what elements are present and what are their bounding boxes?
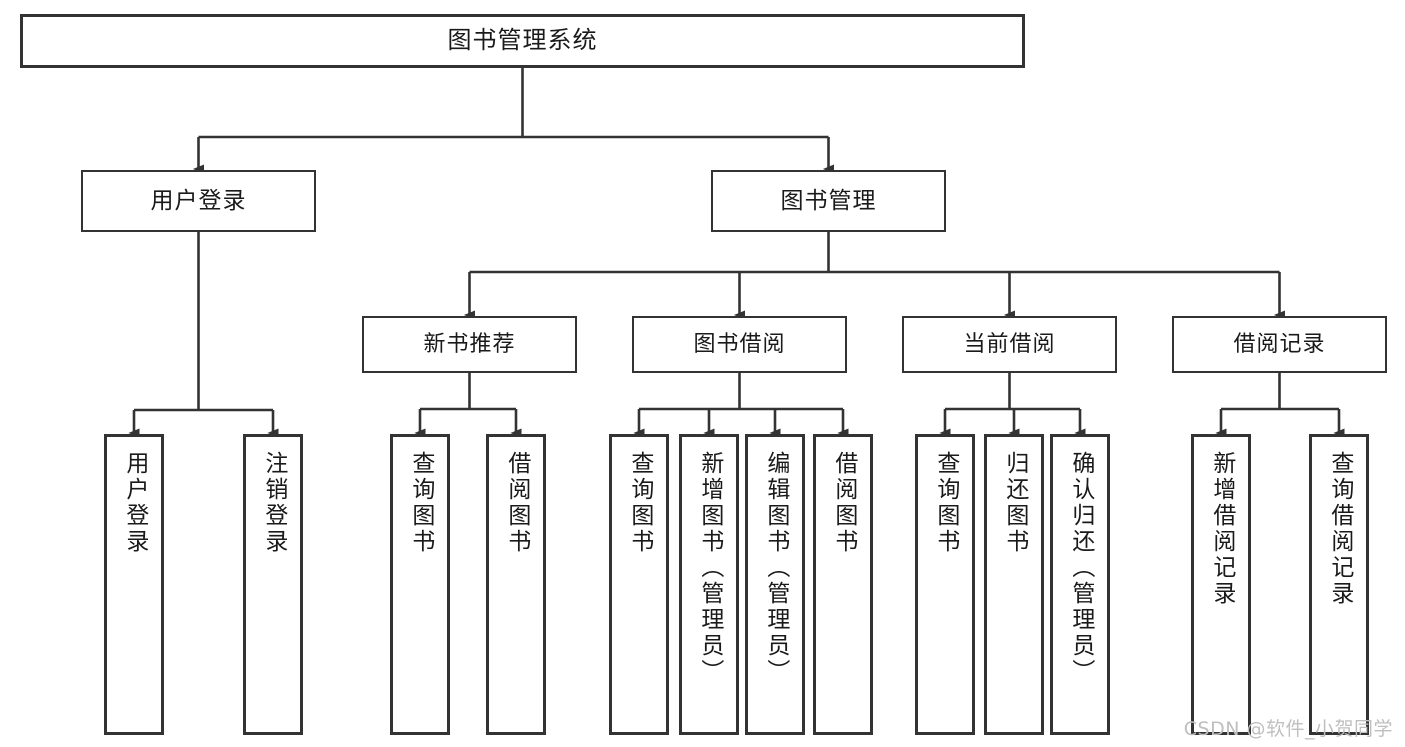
node-label: 用户登录: [150, 187, 247, 214]
node-label: 查询图书: [407, 451, 434, 555]
node-label: 新增借阅记录: [1208, 451, 1235, 607]
node-label: 新增图书（管理员）: [696, 451, 723, 685]
node-leaf-add-borrow-record[interactable]: 新增借阅记录: [1191, 434, 1251, 735]
node-book-borrow[interactable]: 图书借阅: [632, 316, 847, 373]
node-leaf-confirm-return-admin[interactable]: 确认归还（管理员）: [1050, 434, 1110, 735]
node-book-manage[interactable]: 图书管理: [711, 170, 946, 232]
node-leaf-user-login[interactable]: 用户登录: [104, 434, 164, 735]
csdn-watermark: CSDN @软件_小贺同学: [1183, 718, 1393, 740]
node-leaf-return-book[interactable]: 归还图书: [984, 434, 1044, 735]
node-label: 借阅图书: [830, 451, 857, 555]
node-label: 归还图书: [1001, 451, 1028, 555]
node-label: 用户登录: [121, 451, 148, 555]
node-label: 借阅图书: [503, 451, 530, 555]
node-leaf-borrow-book-1[interactable]: 借阅图书: [486, 434, 546, 735]
node-leaf-query-book-1[interactable]: 查询图书: [390, 434, 450, 735]
node-label: 查询图书: [626, 451, 653, 555]
node-leaf-query-book-2[interactable]: 查询图书: [609, 434, 669, 735]
node-leaf-add-book-admin[interactable]: 新增图书（管理员）: [679, 434, 739, 735]
node-leaf-borrow-book-2[interactable]: 借阅图书: [813, 434, 873, 735]
node-label: 图书借阅: [693, 331, 786, 357]
node-label: 图书管理: [780, 187, 877, 214]
node-current-borrow[interactable]: 当前借阅: [902, 316, 1117, 373]
node-label: 借阅记录: [1233, 331, 1326, 357]
node-label: 查询借阅记录: [1326, 451, 1353, 607]
node-borrow-record[interactable]: 借阅记录: [1172, 316, 1387, 373]
node-user-login[interactable]: 用户登录: [81, 170, 316, 232]
node-leaf-query-book-3[interactable]: 查询图书: [915, 434, 975, 735]
node-root[interactable]: 图书管理系统: [20, 14, 1025, 68]
node-label: 图书管理系统: [447, 26, 598, 55]
node-label: 查询图书: [932, 451, 959, 555]
node-label: 新书推荐: [423, 331, 516, 357]
node-leaf-edit-book-admin[interactable]: 编辑图书（管理员）: [745, 434, 805, 735]
node-label: 编辑图书（管理员）: [762, 451, 789, 685]
node-leaf-query-borrow-record[interactable]: 查询借阅记录: [1309, 434, 1369, 735]
node-label: 注销登录: [260, 451, 287, 555]
node-label: 当前借阅: [963, 331, 1056, 357]
node-new-book-recommend[interactable]: 新书推荐: [362, 316, 577, 373]
node-leaf-logout-login[interactable]: 注销登录: [243, 434, 303, 735]
node-label: 确认归还（管理员）: [1067, 451, 1094, 685]
